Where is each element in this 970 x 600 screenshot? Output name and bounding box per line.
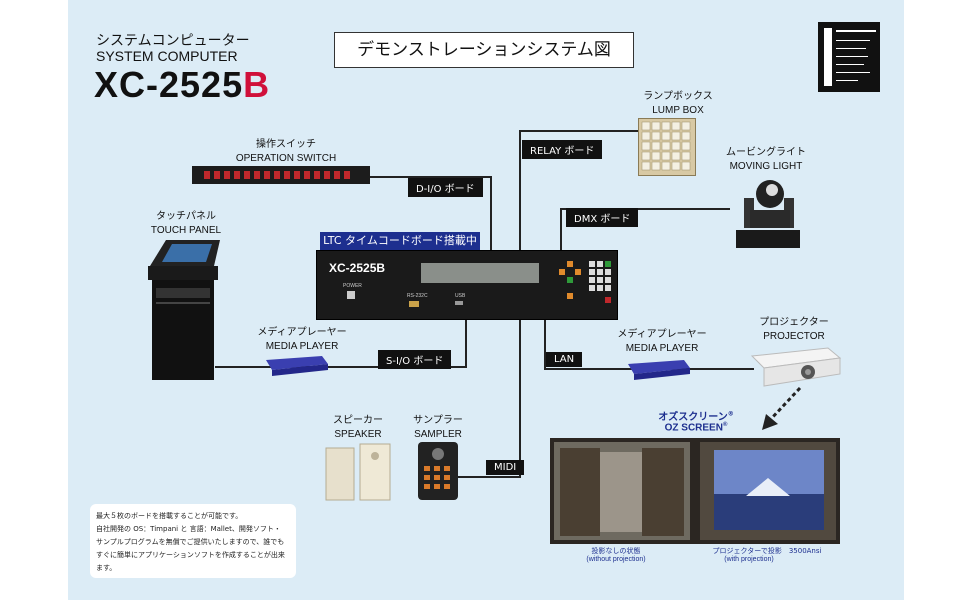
operation-switch xyxy=(192,164,372,186)
lump-box xyxy=(638,118,696,176)
oz-screen-label-en: OZ SCREEN® xyxy=(646,422,746,433)
moving-light xyxy=(726,176,806,252)
lump-box-grid xyxy=(639,119,695,175)
oz-screen-reg-en: ® xyxy=(723,422,727,428)
info-note: 最大５枚のボードを搭載することが可能です。 自社開発の OS：Timpani と… xyxy=(90,504,296,578)
speaker xyxy=(324,440,394,502)
oz-screen-reg-jp: ® xyxy=(728,411,734,418)
media-player-right xyxy=(624,358,694,380)
company-logo xyxy=(818,22,880,92)
midi-line-v xyxy=(519,318,521,478)
model-title-suffix: B xyxy=(243,64,270,105)
rs232-port xyxy=(409,301,419,307)
model-title: XC-2525B xyxy=(94,64,270,106)
touch-panel xyxy=(140,238,224,384)
projector-label-jp: プロジェクター xyxy=(744,316,844,329)
sampler-label-jp: サンプラー xyxy=(388,414,488,427)
relay-board-label: RELAY ボード xyxy=(522,140,602,159)
projector-label-en: PROJECTOR xyxy=(744,330,844,343)
ltc-banner: LTC タイムコードボード搭載中 xyxy=(320,232,480,250)
jp-title: システムコンピューター xyxy=(96,30,250,50)
demo-title: デモンストレーションシステム図 xyxy=(334,32,634,68)
rs232-label: RS-232C xyxy=(407,293,428,299)
dmx-board-label: DMX ボード xyxy=(566,208,638,227)
sio-board-label: S-I/O ボード xyxy=(378,350,451,369)
en-title: SYSTEM COMPUTER xyxy=(96,48,238,64)
oz-right-caption-en: (with projection) xyxy=(694,556,804,563)
media-player-left-label-en: MEDIA PLAYER xyxy=(252,340,352,353)
media-player-left-label-jp: メディアプレーヤー xyxy=(252,326,352,339)
dio-line-v xyxy=(490,176,492,250)
media-player-left xyxy=(262,354,332,376)
relay-line xyxy=(519,130,521,250)
usb-label: USB xyxy=(455,293,465,299)
sio-line-v xyxy=(465,318,467,368)
projection-arrow xyxy=(760,384,810,434)
oz-screen-en-text: OZ SCREEN xyxy=(665,422,723,433)
usb-port xyxy=(455,301,463,305)
dmx-line xyxy=(560,208,562,250)
oz-screen-label-jp: オズスクリーン® xyxy=(646,408,746,423)
note-line-3: サンプルプログラムを無償でご提供いたしますので、誰でも xyxy=(96,536,296,549)
touch-panel-label-en: TOUCH PANEL xyxy=(136,224,236,237)
dio-board-label: D-I/O ボード xyxy=(408,178,483,197)
lump-box-label-jp: ランプボックス xyxy=(628,90,728,103)
unit-model-label: XC-2525B xyxy=(329,261,385,275)
model-title-main: XC-2525 xyxy=(94,64,243,105)
note-line-4: すぐに簡単にアプリケーションソフトを作成することが出来 xyxy=(96,549,296,562)
midi-board-label: MIDI xyxy=(486,460,524,475)
power-label: POWER xyxy=(343,283,362,289)
oz-right-caption-jp: プロジェクターで投影 3500Ansi xyxy=(694,546,840,556)
note-line-2: 自社開発の OS：Timpani と 言語：Mallet、開発ソフト・ xyxy=(96,523,296,536)
lump-box-label-en: LUMP BOX xyxy=(628,104,728,117)
note-line-1: 最大５枚のボードを搭載することが可能です。 xyxy=(96,510,296,523)
lan-board-label: LAN xyxy=(546,352,582,367)
oz-left-caption-en: (without projection) xyxy=(566,556,666,563)
power-button xyxy=(347,291,355,299)
sampler xyxy=(416,440,460,502)
oz-screen-photos xyxy=(550,438,840,544)
media-player-right-label-en: MEDIA PLAYER xyxy=(612,342,712,355)
oz-left-caption-jp: 投影なしの状態 xyxy=(566,546,666,556)
relay-line-h xyxy=(519,130,639,132)
media-player-right-label-jp: メディアプレーヤー xyxy=(612,328,712,341)
touch-panel-label-jp: タッチパネル xyxy=(136,210,236,223)
logo-graphic xyxy=(818,22,880,92)
system-computer-unit: XC-2525B POWER RS-232C USB xyxy=(316,250,618,320)
midi-line-h xyxy=(456,476,521,478)
keypad xyxy=(553,257,613,315)
operation-switch-label-jp: 操作スイッチ xyxy=(236,138,336,151)
moving-light-label-en: MOVING LIGHT xyxy=(716,160,816,173)
unit-display xyxy=(421,263,539,283)
moving-light-label-jp: ムービングライト xyxy=(716,146,816,159)
note-line-5: ます。 xyxy=(96,562,296,575)
